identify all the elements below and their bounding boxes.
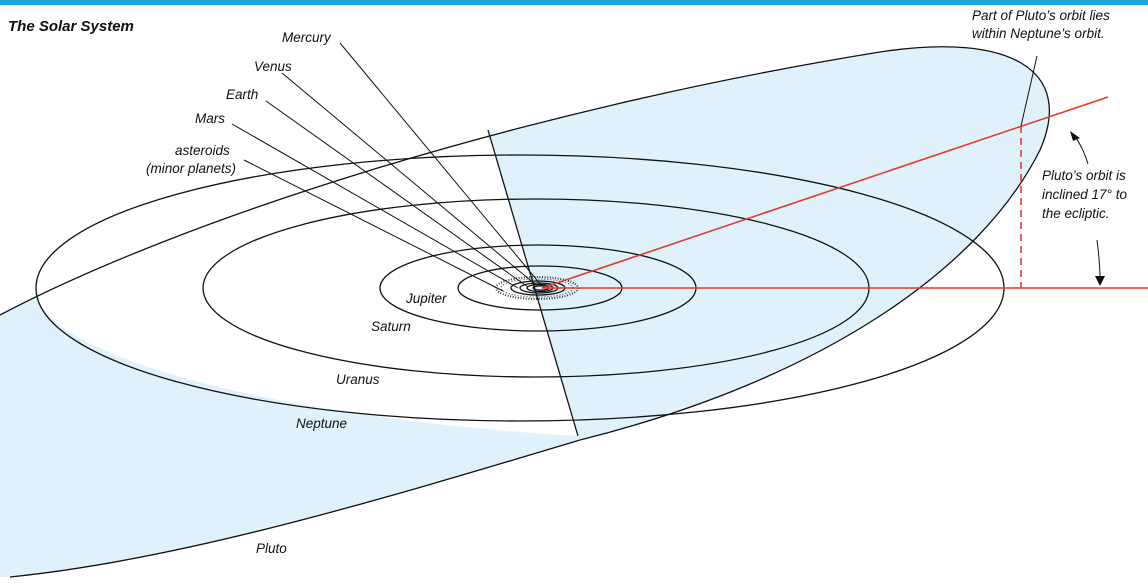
overlap-note-line2: within Neptune’s orbit. [972, 26, 1105, 41]
mercury-leader [339, 42, 542, 286]
inclination-note-line1: Pluto’s orbit is [1042, 168, 1126, 183]
asteroids-label-line1: asteroids [175, 143, 230, 158]
arrowhead-down [1095, 276, 1105, 286]
inclination-arrow-down [1096, 239, 1101, 279]
asteroids-label-line2: (minor planets) [146, 161, 236, 176]
overlap-note-line1: Part of Pluto’s orbit lies [972, 8, 1110, 23]
asteroids-leader [243, 159, 504, 292]
neptune-label: Neptune [296, 416, 347, 431]
pluto-label: Pluto [256, 541, 287, 556]
overlap-leader [1020, 55, 1038, 127]
top-accent-bar [0, 0, 1148, 5]
saturn-label: Saturn [371, 319, 411, 334]
inclination-note-line3: the ecliptic. [1042, 206, 1110, 221]
uranus-label: Uranus [336, 372, 380, 387]
pluto-plane-line [541, 96, 1109, 289]
mars-label: Mars [195, 111, 225, 126]
mars-leader [231, 123, 519, 289]
inclination-arrow-up [1074, 135, 1089, 165]
mercury-label: Mercury [282, 30, 332, 45]
jupiter-label: Jupiter [405, 291, 447, 306]
earth-leader [265, 100, 529, 288]
venus-leader [281, 72, 537, 286]
earth-label: Earth [226, 87, 258, 102]
venus-label: Venus [254, 59, 292, 74]
inclination-note-line2: inclined 17° to [1042, 187, 1127, 202]
arrowhead-up [1070, 131, 1080, 141]
diagram-title: The Solar System [8, 18, 134, 35]
